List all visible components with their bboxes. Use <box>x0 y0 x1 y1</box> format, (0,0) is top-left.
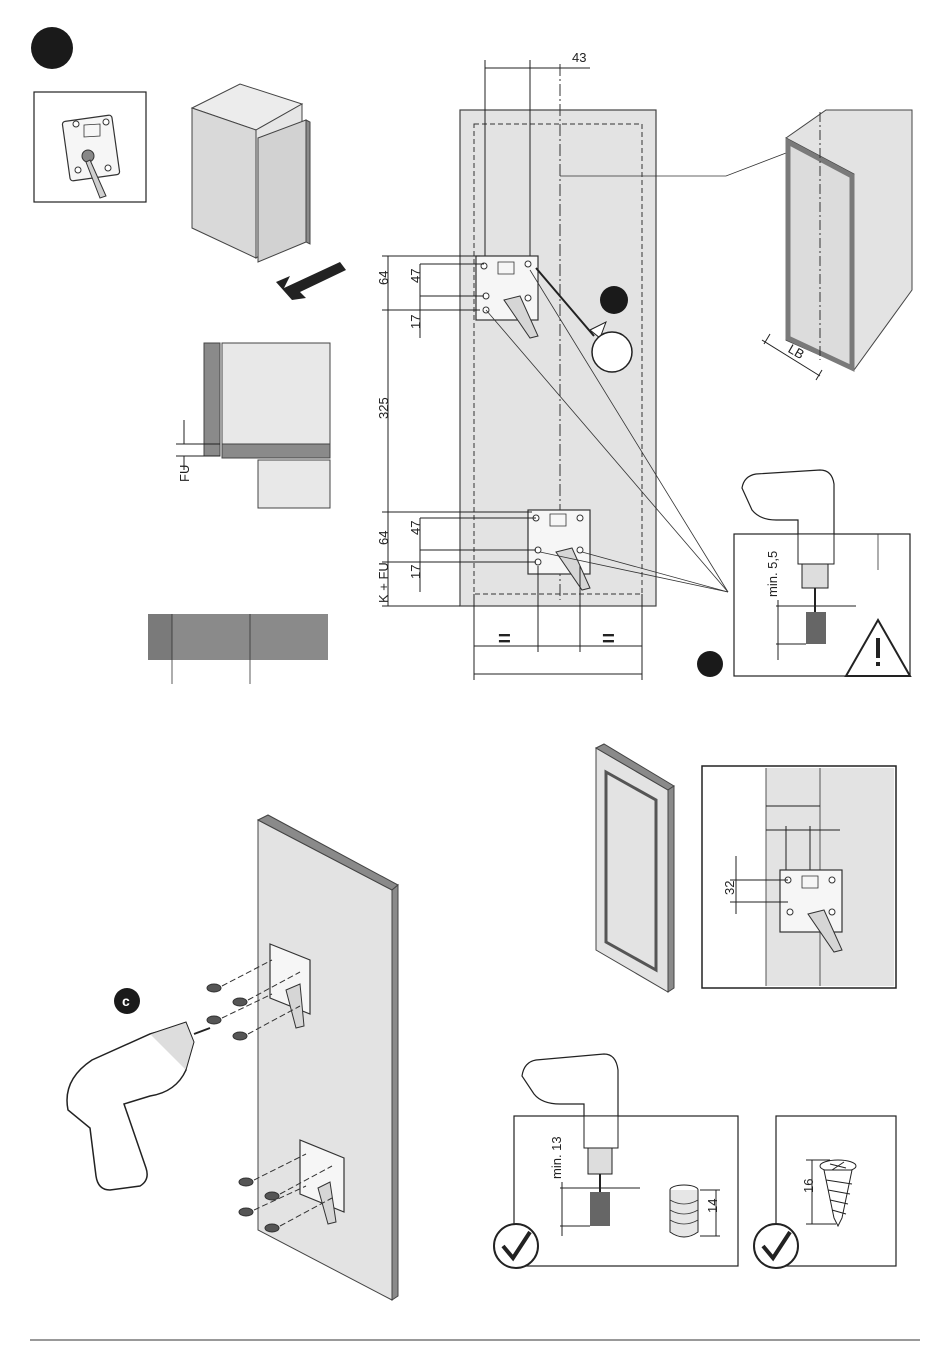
dim-hole-offset-b: 17 <box>408 565 423 579</box>
dim-hole-offset-a: 17 <box>408 315 423 329</box>
dim-hole-spacing-a: 47 <box>408 269 423 283</box>
step-badge <box>697 651 723 677</box>
bit-label: c <box>122 993 130 1009</box>
hinge-plate-thumbnail <box>34 92 146 202</box>
profile-section <box>148 614 328 684</box>
frame-hole-spacing: 32 <box>722 881 737 895</box>
drill-bottom-depth: min. 13 <box>549 1136 564 1179</box>
checkmark-icon <box>754 1224 798 1268</box>
drill-top-depth: min. 5,5 <box>765 551 780 597</box>
dim-bottom-formula: K + FU <box>376 562 391 603</box>
cabinet-corner: LB <box>762 110 912 380</box>
overlay-section: FU <box>176 343 330 508</box>
cabinet-isometric <box>192 84 310 262</box>
overlay-label: FU <box>177 465 192 482</box>
dim-equal-left: = <box>498 626 511 651</box>
checkmark-icon <box>494 1224 538 1268</box>
screw-length: 16 <box>801 1179 816 1193</box>
screw-detail: 16 <box>754 1116 896 1268</box>
drill-detail-top: min. 5,5 <box>734 470 910 676</box>
frame-detail: 32 <box>702 766 896 988</box>
dim-top-offset: 43 <box>572 50 586 65</box>
framed-door <box>596 744 674 992</box>
dowel-icon <box>670 1185 698 1237</box>
drill-detail-bottom: min. 13 14 <box>494 1054 738 1268</box>
dim-plate-height-b: 64 <box>376 531 391 545</box>
dim-plate-height-a: 64 <box>376 271 391 285</box>
step-badge <box>600 286 628 314</box>
dim-equal-right: = <box>602 626 615 651</box>
step-badge <box>31 27 73 69</box>
door-panel-assembly <box>207 815 398 1300</box>
dowel-length: 14 <box>705 1199 720 1213</box>
drill-icon <box>67 1022 210 1190</box>
arrow-icon <box>276 262 346 300</box>
dim-gap: 325 <box>376 397 391 419</box>
dim-hole-spacing-b: 47 <box>408 521 423 535</box>
